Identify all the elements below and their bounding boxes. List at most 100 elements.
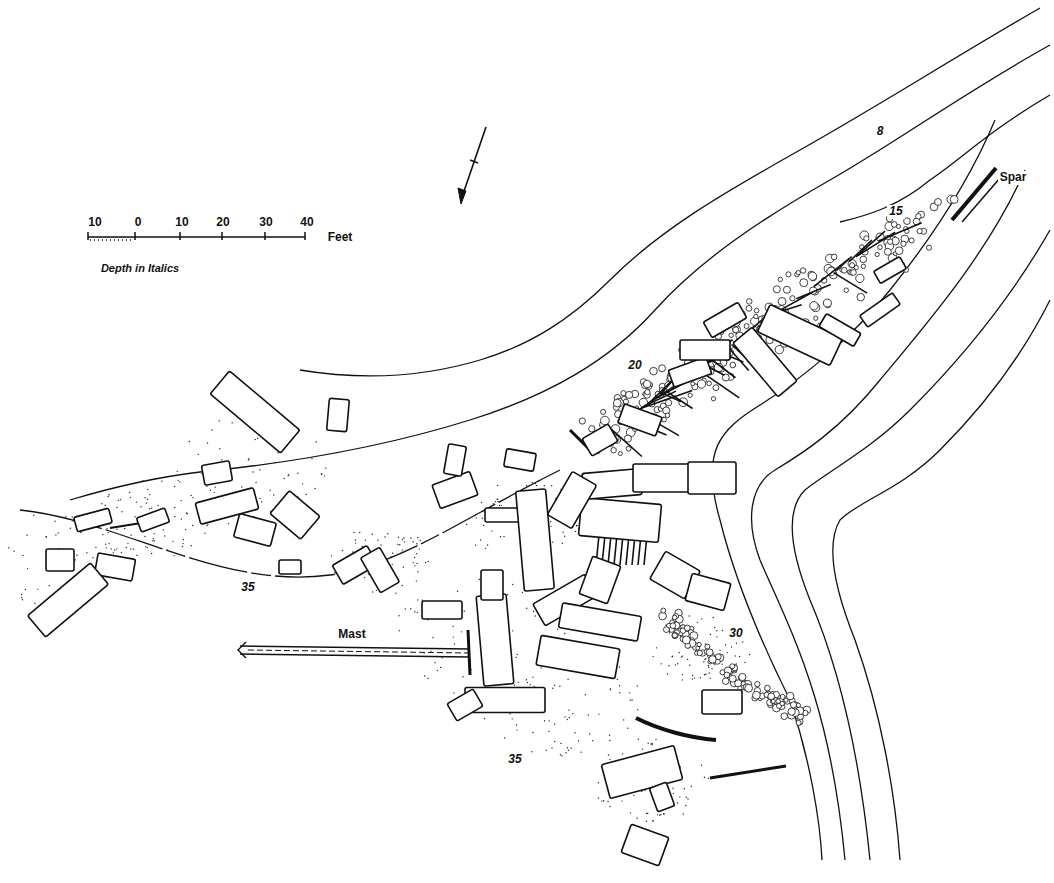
sand-dot	[140, 506, 141, 507]
stone-block	[582, 424, 618, 456]
sand-dot	[607, 801, 608, 802]
part-name: Mast	[336, 628, 367, 641]
sand-dot	[689, 665, 690, 666]
ballast-stone	[904, 218, 911, 225]
sand-dot	[711, 668, 712, 669]
ballast-stone	[856, 274, 864, 282]
scale-unit: Feet	[326, 231, 355, 244]
sand-dot	[252, 471, 253, 472]
sand-dot	[255, 482, 256, 483]
sand-dot	[108, 494, 109, 495]
sand-dot	[114, 549, 115, 550]
sand-dot	[497, 501, 498, 502]
sand-dot	[186, 512, 187, 513]
sand-dot	[550, 526, 551, 527]
sand-dot	[601, 800, 602, 801]
stone-block	[702, 690, 742, 714]
sand-dot	[72, 516, 73, 517]
sand-dot	[182, 546, 183, 547]
stone-block	[504, 449, 537, 472]
sand-dot	[198, 454, 199, 455]
sand-dot	[416, 553, 417, 554]
stone-block	[621, 824, 669, 866]
sand-dot	[512, 718, 513, 719]
sand-dot	[130, 548, 131, 549]
stone-block	[703, 302, 747, 338]
sand-dot	[419, 540, 420, 541]
sand-dot	[13, 550, 14, 551]
sand-dot	[485, 548, 486, 549]
sand-dot	[660, 814, 661, 815]
sand-dot	[466, 524, 467, 525]
sand-dot	[554, 724, 555, 725]
sand-dot	[410, 608, 411, 609]
sand-dot	[257, 438, 258, 439]
sand-dot	[735, 663, 736, 664]
sand-dot	[742, 641, 743, 642]
sand-dot	[722, 630, 723, 631]
depth-contours	[20, 8, 1050, 860]
sand-dot	[142, 480, 143, 481]
ballast-stone	[851, 270, 857, 276]
ballast-stone	[878, 245, 883, 250]
sand-dot	[365, 539, 366, 540]
sand-dot	[164, 535, 165, 536]
sand-dot	[572, 713, 573, 714]
sand-dot	[189, 441, 190, 442]
sand-dot	[560, 754, 561, 755]
sand-dot	[567, 679, 568, 680]
sand-dot	[314, 488, 315, 489]
sand-dot	[185, 529, 186, 530]
sand-dot	[414, 557, 415, 558]
sand-dot	[430, 650, 431, 651]
sand-dot	[167, 549, 168, 550]
sand-dot	[497, 485, 498, 486]
sand-dot	[204, 532, 205, 533]
sand-dot	[668, 665, 669, 666]
sand-dot	[410, 537, 411, 538]
sand-dot	[151, 508, 152, 509]
ballast-stone	[672, 632, 678, 638]
sand-dot	[121, 552, 122, 553]
sand-dot	[677, 802, 678, 803]
sand-dot	[107, 532, 108, 533]
sand-dot	[427, 678, 428, 679]
sand-dot	[147, 499, 148, 500]
sand-dot	[647, 813, 648, 814]
depth-number: 35	[239, 581, 256, 594]
ballast-stone	[776, 699, 780, 703]
stone-block	[688, 462, 736, 494]
sand-dot	[108, 496, 109, 497]
ballast-stone	[926, 245, 931, 250]
sand-dot	[359, 532, 360, 533]
sand-dot	[284, 478, 285, 479]
sand-dot	[630, 812, 631, 813]
sand-dot	[653, 820, 654, 821]
sand-dot	[603, 800, 604, 801]
sand-dot	[479, 579, 480, 580]
sand-dot	[21, 594, 22, 595]
sand-dot	[483, 525, 484, 526]
timber	[796, 285, 830, 299]
sand-dot	[33, 515, 34, 516]
sand-dot	[708, 667, 709, 668]
sand-dot	[642, 748, 643, 749]
sand-dot	[259, 469, 260, 470]
sand-dot	[516, 724, 517, 725]
sand-dot	[544, 485, 545, 486]
sand-dot	[592, 740, 593, 741]
ballast-stone	[697, 380, 705, 388]
stone-block	[476, 594, 514, 686]
sand-dot	[397, 544, 398, 545]
sand-dot	[116, 548, 117, 549]
sand-dot	[567, 747, 568, 748]
sand-dot	[49, 585, 50, 586]
sand-dot	[355, 542, 356, 543]
sand-dot	[700, 677, 701, 678]
sand-dot	[727, 652, 728, 653]
sand-dot	[109, 543, 110, 544]
sand-dot	[453, 692, 454, 693]
scale-number: 10	[173, 216, 190, 229]
stone-block	[819, 314, 861, 347]
sand-dot	[46, 536, 47, 537]
